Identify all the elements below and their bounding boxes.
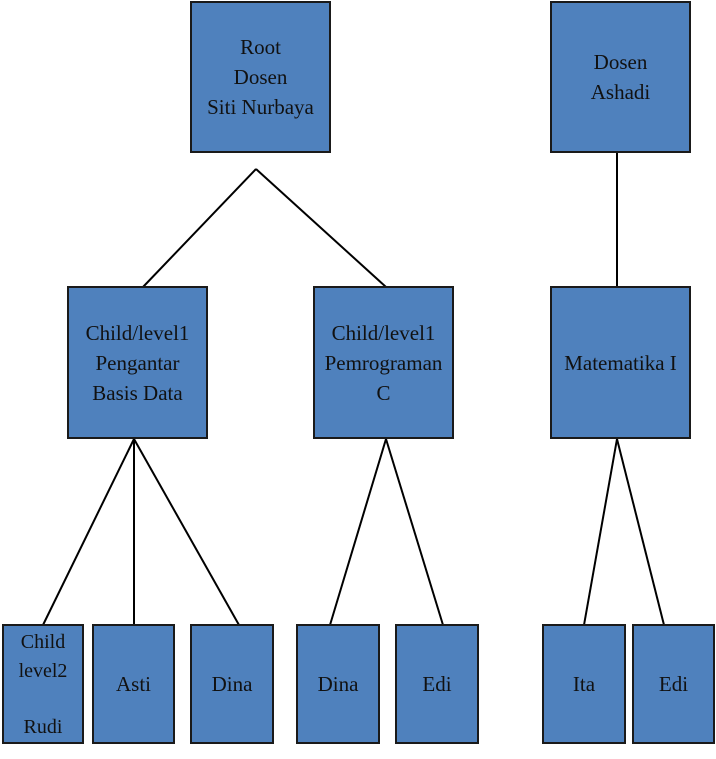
node-student-edi-1: Edi [395,624,479,744]
node-student-dina-2: Dina [296,624,380,744]
node-label-line: Child/level1 [85,320,190,345]
node-label-line: level2 [18,660,68,682]
node-label-line: Dosen [233,65,288,89]
node-student-ita: Ita [542,624,626,744]
node-label-line: Ita [572,672,596,696]
node-label-line: Edi [658,672,689,696]
edge-pengantar-to-rudi [42,438,135,626]
edge-root-to-pemrograman-c [255,168,387,288]
node-label-line: C [376,380,391,405]
node-label-line: Basis Data [92,380,183,405]
node-student-rudi: Child level2 Rudi [2,624,84,744]
node-label-line: Child [20,631,66,653]
node-root-siti-nurbaya: Root Dosen Siti Nurbaya [190,1,331,153]
node-label-line: Pengantar [95,350,180,375]
edge-pengantar-to-dina [133,438,240,626]
edge-matematika-to-edi [616,438,665,626]
node-student-asti: Asti [92,624,175,744]
node-label-line: Pemrograman [324,350,443,375]
node-label-line: Dina [317,672,359,696]
node-label-line: Dina [211,672,253,696]
node-label-line: Rudi [23,716,63,738]
edge-pemrograman-to-edi [385,438,444,626]
node-label-line: Matematika I [564,350,677,375]
edge-pemrograman-to-dina [329,438,387,626]
node-label-line: Ashadi [590,80,651,104]
node-student-dina-1: Dina [190,624,274,744]
node-label-line: Child/level1 [331,320,436,345]
edge-root-to-pengantar-basis-data [142,168,257,288]
node-pengantar-basis-data: Child/level1 Pengantar Basis Data [67,286,208,439]
node-label-line: Dosen [593,50,648,74]
node-label-line: Asti [115,672,151,696]
node-pemrograman-c: Child/level1 Pemrograman C [313,286,454,439]
node-matematika-i: Matematika I [550,286,691,439]
node-dosen-ashadi: Dosen Ashadi [550,1,691,153]
edge-matematika-to-ita [583,438,618,626]
node-label-line: Siti Nurbaya [207,95,314,119]
node-label-line: Root [240,35,281,59]
node-label-line: Edi [422,672,452,696]
node-student-edi-2: Edi [632,624,715,744]
